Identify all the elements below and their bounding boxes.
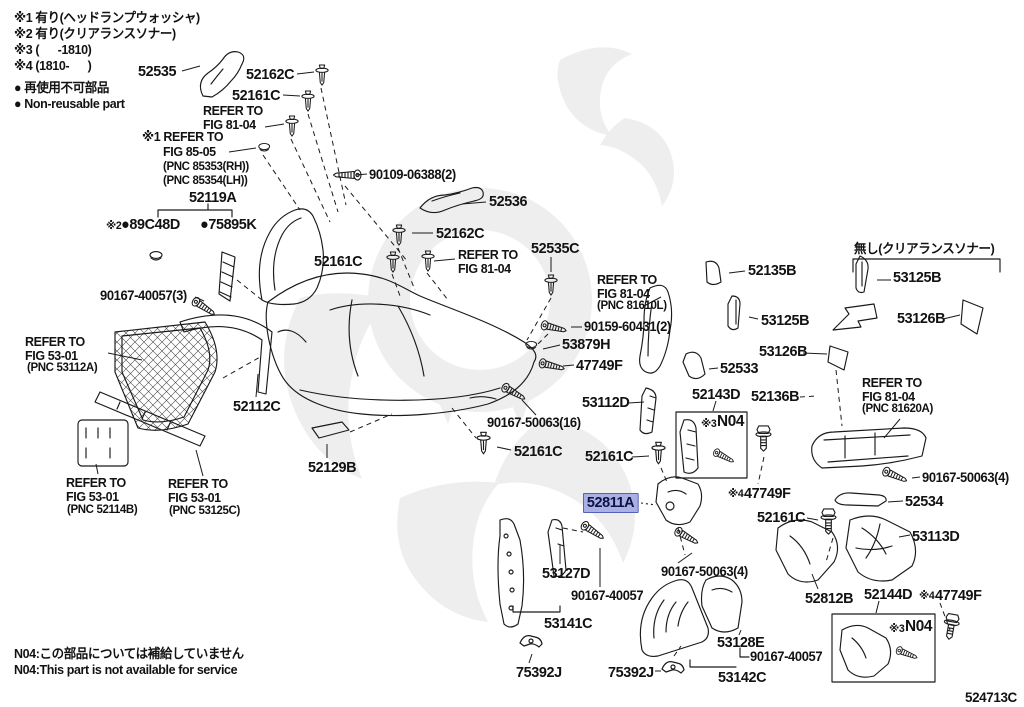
ref-fig8505-fig: FIG 85-05	[163, 144, 216, 159]
part-53113d[interactable]: 53113D	[912, 528, 960, 545]
part-53141c[interactable]: 53141C	[544, 615, 593, 632]
part-53125b-mid[interactable]: 53125B	[761, 312, 810, 329]
note-nashi-sonar: 無し(クリアランスソナー)	[854, 241, 995, 256]
part-52119a[interactable]: 52119A	[189, 189, 237, 206]
ref-fig8505-mark: ※1 REFER TO	[142, 129, 224, 144]
part-52144d[interactable]: 52144D	[864, 586, 913, 603]
part-90167-50063-4r[interactable]: 90167-50063(4)	[922, 470, 1009, 485]
note-n04-a: N04	[717, 413, 745, 430]
legend-asterisk-4: ※4 (1810- )	[14, 58, 92, 73]
ref-fig8104-left: REFER TO FIG 81-04	[597, 272, 657, 301]
part-47749f-right[interactable]: 47749F	[935, 587, 982, 604]
part-53112d[interactable]: 53112D	[582, 394, 630, 411]
part-52162c-top[interactable]: 52162C	[246, 66, 295, 83]
part-52534[interactable]: 52534	[905, 493, 944, 510]
part-52161c-c1[interactable]: 52161C	[514, 443, 563, 460]
note-n04-b: N04	[905, 618, 933, 635]
part-52162c-mid[interactable]: 52162C	[436, 225, 485, 242]
mark-4a: ※4	[728, 488, 744, 500]
part-47749f-left[interactable]: 47749F	[576, 357, 623, 374]
part-53126b-mid[interactable]: 53126B	[759, 343, 808, 360]
part-52533[interactable]: 52533	[720, 360, 759, 377]
ref-fig5301-a: REFER TO FIG 53-01	[25, 334, 85, 363]
part-75392j-left[interactable]: 75392J	[516, 664, 562, 681]
legend-reuse-jp: ● 再使用不可部品	[14, 80, 109, 95]
part-89c48d[interactable]: ●89C48D	[121, 216, 180, 233]
legend-asterisk-1: ※1 有り(ヘッドランプウォッシャ)	[14, 10, 200, 25]
mark-4b: ※4	[919, 590, 935, 602]
note-n04-en: N04:This part is not available for servi…	[14, 662, 238, 677]
part-90159-60431-2[interactable]: 90159-60431(2)	[584, 319, 671, 334]
mark-2: ※2	[106, 220, 122, 232]
part-52136b-mid[interactable]: 52136B	[751, 388, 800, 405]
part-53142c[interactable]: 53142C	[718, 669, 767, 686]
part-52535c[interactable]: 52535C	[531, 240, 580, 257]
part-52161c-right[interactable]: 52161C	[757, 509, 806, 526]
part-53126b-right[interactable]: 53126B	[897, 310, 946, 327]
mark-3b: ※3	[889, 623, 905, 635]
part-90167-50063-4c[interactable]: 90167-50063(4)	[661, 564, 748, 579]
part-52161c-mid[interactable]: 52161C	[314, 253, 363, 270]
ref-fig5301-b: REFER TO FIG 53-01	[66, 475, 126, 504]
part-52129b[interactable]: 52129B	[308, 459, 357, 476]
ref-fig8104-left-pnc: (PNC 81610L)	[597, 298, 667, 312]
part-75392j-right[interactable]: 75392J	[608, 664, 654, 681]
part-90167-50063-16[interactable]: 90167-50063(16)	[487, 415, 581, 430]
ref-fig8104-right: REFER TO FIG 81-04	[862, 375, 922, 404]
ref-fig8505-pnc2: (PNC 85354(LH))	[163, 173, 248, 187]
part-90167-40057-c[interactable]: 90167-40057	[571, 588, 644, 603]
note-n04-jp: N04:この部品については補給していません	[14, 646, 244, 661]
ref-fig5301-c: REFER TO FIG 53-01	[168, 476, 228, 505]
part-90109-06388-2[interactable]: 90109-06388(2)	[369, 167, 456, 182]
ref-fig5301-a-pnc: (PNC 53112A)	[27, 360, 98, 374]
ref-fig5301-b-pnc: (PNC 52114B)	[67, 502, 138, 516]
part-53879h[interactable]: 53879H	[562, 336, 611, 353]
watermark	[284, 47, 674, 622]
mark-3a: ※3	[701, 418, 717, 430]
part-53127d[interactable]: 53127D	[542, 565, 591, 582]
legend-asterisk-2: ※2 有り(クリアランスソナー)	[14, 26, 176, 41]
ref-fig8104-mid: REFER TO FIG 81-04	[458, 247, 518, 276]
part-52161c-c2[interactable]: 52161C	[585, 448, 634, 465]
part-52811a[interactable]: 52811A	[583, 493, 639, 513]
part-53125b-right[interactable]: 53125B	[893, 269, 942, 286]
part-52161c-top[interactable]: 52161C	[232, 87, 281, 104]
part-53128e[interactable]: 53128E	[717, 634, 765, 651]
part-90167-40057-3[interactable]: 90167-40057(3)	[100, 288, 187, 303]
ref-fig8505-pnc1: (PNC 85353(RH))	[163, 159, 249, 173]
part-52535[interactable]: 52535	[138, 63, 177, 80]
part-52135b[interactable]: 52135B	[748, 262, 797, 279]
part-52112c[interactable]: 52112C	[233, 398, 281, 415]
ref-fig8104-right-pnc: (PNC 81620A)	[862, 401, 933, 415]
part-47749f-mid[interactable]: 47749F	[744, 485, 791, 502]
part-75895k[interactable]: ●75895K	[200, 216, 257, 233]
part-52143d[interactable]: 52143D	[692, 386, 741, 403]
part-90167-40057-r[interactable]: 90167-40057	[750, 649, 823, 664]
diagram-id: 524713C	[965, 689, 1017, 705]
ref-fig5301-c-pnc: (PNC 53125C)	[169, 503, 240, 517]
legend-asterisk-3: ※3 ( -1810)	[14, 42, 92, 57]
ref-fig8104-top: REFER TO FIG 81-04	[203, 103, 263, 132]
legend-reuse-en: ● Non-reusable part	[14, 96, 125, 111]
part-52812b[interactable]: 52812B	[805, 590, 854, 607]
part-52536[interactable]: 52536	[489, 193, 528, 210]
